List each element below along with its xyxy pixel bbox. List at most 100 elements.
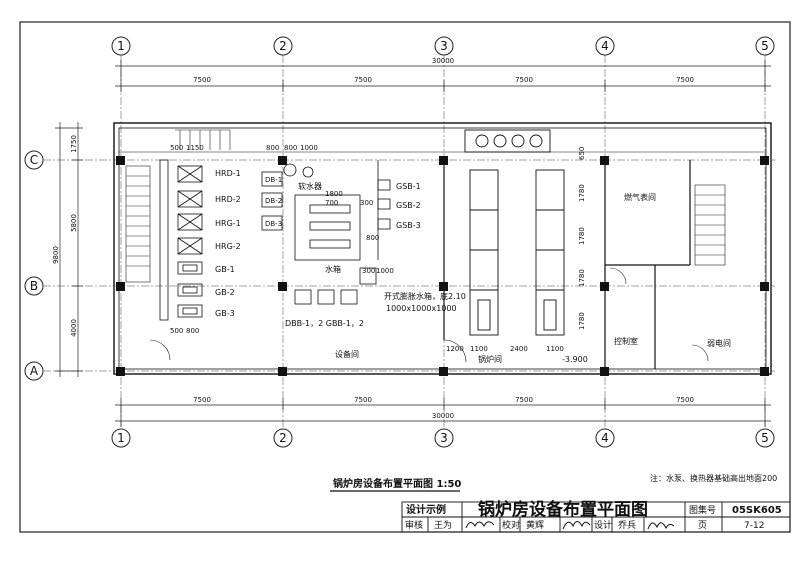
- dim-1780-a: 1780: [578, 184, 586, 202]
- sheet-border: [19, 21, 791, 533]
- dim-1200: 1200: [446, 345, 464, 353]
- equipment-dims: 500 1150 800 800 1000 1800 700 300 800 3…: [170, 144, 588, 364]
- tb-checker: 黄辉: [526, 519, 544, 531]
- room-equipment: 设备间: [335, 349, 359, 359]
- dim-1000-b: 1000: [376, 267, 394, 275]
- dim-top-2: 7500: [354, 76, 372, 84]
- dim-800-c: 800: [366, 234, 379, 242]
- level-mark: -3.900: [562, 355, 588, 364]
- label-hrg1: HRG-1: [215, 219, 241, 228]
- dim-1100-a: 1100: [470, 345, 488, 353]
- room-control: 控制室: [614, 336, 638, 346]
- dim-650: 650: [578, 147, 586, 160]
- tb-review-label: 审核: [405, 519, 423, 531]
- dim-top-3: 7500: [515, 76, 533, 84]
- axis-5-bottom: 5: [761, 431, 769, 445]
- label-gb3: GB-3: [215, 309, 235, 318]
- doors: [149, 267, 709, 363]
- dim-300-a: 300: [360, 199, 373, 207]
- label-gsb3: GSB-3: [396, 221, 421, 230]
- dim-1000-a: 1000: [300, 144, 318, 152]
- dim-total-top: 30000: [432, 57, 454, 65]
- tb-reviewer-signature: [465, 521, 495, 529]
- dim-left-4000: 4000: [70, 319, 78, 337]
- axis-2-top: 2: [279, 39, 287, 53]
- axis-3-bottom: 3: [440, 431, 448, 445]
- dim-1800: 1800: [325, 190, 343, 198]
- axis-4-bottom: 4: [601, 431, 609, 445]
- label-gb1: GB-1: [215, 265, 235, 274]
- axis-4-top: 4: [601, 39, 609, 53]
- dim-bottom-1: 7500: [193, 396, 211, 404]
- label-hrd2: HRD-2: [215, 195, 241, 204]
- dim-800-a: 800: [266, 144, 279, 152]
- tb-design-label: 设计: [594, 519, 612, 531]
- label-water-tank: 水箱: [325, 264, 341, 274]
- axis-bubbles-left: [24, 150, 44, 381]
- right-staircase: [694, 184, 726, 266]
- dim-1780-b: 1780: [578, 227, 586, 245]
- label-expansion-tank: 开式膨胀水箱，底2.10: [384, 291, 466, 301]
- structural-columns: [116, 156, 769, 376]
- dim-top-4: 7500: [676, 76, 694, 84]
- bottom-dimension-lines: [115, 398, 771, 427]
- dim-total-bottom: 30000: [432, 412, 454, 420]
- label-expansion-size: 1000x1000x1000: [386, 304, 457, 313]
- dim-1780-c: 1780: [578, 269, 586, 287]
- label-db2: DB-2: [265, 197, 282, 205]
- label-gsb1: GSB-1: [396, 182, 421, 191]
- top-dimension-lines: [115, 60, 771, 92]
- left-staircase: [125, 129, 231, 283]
- dim-left-1750: 1750: [70, 135, 78, 153]
- softener-and-tank: [283, 163, 377, 305]
- label-dbb-gbb: DBB-1，2 GBB-1，2: [285, 319, 364, 328]
- room-gas-meter: 燃气表间: [624, 192, 656, 202]
- label-hrd1: HRD-1: [215, 169, 241, 178]
- axis-1-top: 1: [117, 39, 125, 53]
- axis-C: C: [30, 153, 38, 167]
- axis-1-bottom: 1: [117, 431, 125, 445]
- axis-bubbles-bottom: [111, 428, 775, 448]
- dim-500-b: 500: [170, 327, 183, 335]
- dim-left-9800: 9800: [52, 246, 60, 264]
- label-gb2: GB-2: [215, 288, 235, 297]
- dim-300-b: 300: [362, 267, 375, 275]
- tb-designer: 乔兵: [618, 519, 636, 531]
- tb-atlas-label: 图集号: [689, 504, 716, 516]
- dim-bottom-3: 7500: [515, 396, 533, 404]
- title-block-frame: [401, 501, 791, 533]
- tb-reviewer: 王为: [434, 519, 452, 531]
- axis-B: B: [30, 279, 38, 293]
- dim-bottom-4: 7500: [676, 396, 694, 404]
- axis-3-top: 3: [440, 39, 448, 53]
- db-units: [261, 171, 283, 231]
- dim-700: 700: [325, 199, 338, 207]
- tb-checker-signature: [562, 521, 591, 530]
- tb-designer-signature: [647, 522, 675, 530]
- room-boiler: 锅炉间: [478, 354, 502, 364]
- dim-800-d: 800: [186, 327, 199, 335]
- tb-page-no: 7-12: [744, 521, 764, 531]
- boilers: [464, 129, 565, 336]
- axis-A: A: [30, 364, 39, 378]
- dim-2400: 2400: [510, 345, 528, 353]
- label-gsb2: GSB-2: [396, 201, 421, 210]
- left-dimension-lines: [55, 122, 83, 377]
- tb-label: 设计示例: [406, 503, 446, 516]
- axis-2-bottom: 2: [279, 431, 287, 445]
- tb-page-label: 页: [698, 520, 707, 531]
- dim-1780-d: 1780: [578, 312, 586, 330]
- heat-exchanger-units: [159, 159, 203, 321]
- tb-main-title: 锅炉房设备布置平面图: [478, 499, 648, 520]
- label-db3: DB-3: [265, 220, 282, 228]
- tb-atlas-no: 05SK605: [732, 505, 782, 516]
- dim-1150: 1150: [186, 144, 204, 152]
- dim-left-5800: 5800: [70, 214, 78, 232]
- axis-5-top: 5: [761, 39, 769, 53]
- dim-800-b: 800: [284, 144, 297, 152]
- room-power: 弱电间: [707, 338, 731, 348]
- dim-top-1: 7500: [193, 76, 211, 84]
- drawing-title: 锅炉房设备布置平面图 1:50: [333, 477, 461, 490]
- label-hrg2: HRG-2: [215, 242, 241, 251]
